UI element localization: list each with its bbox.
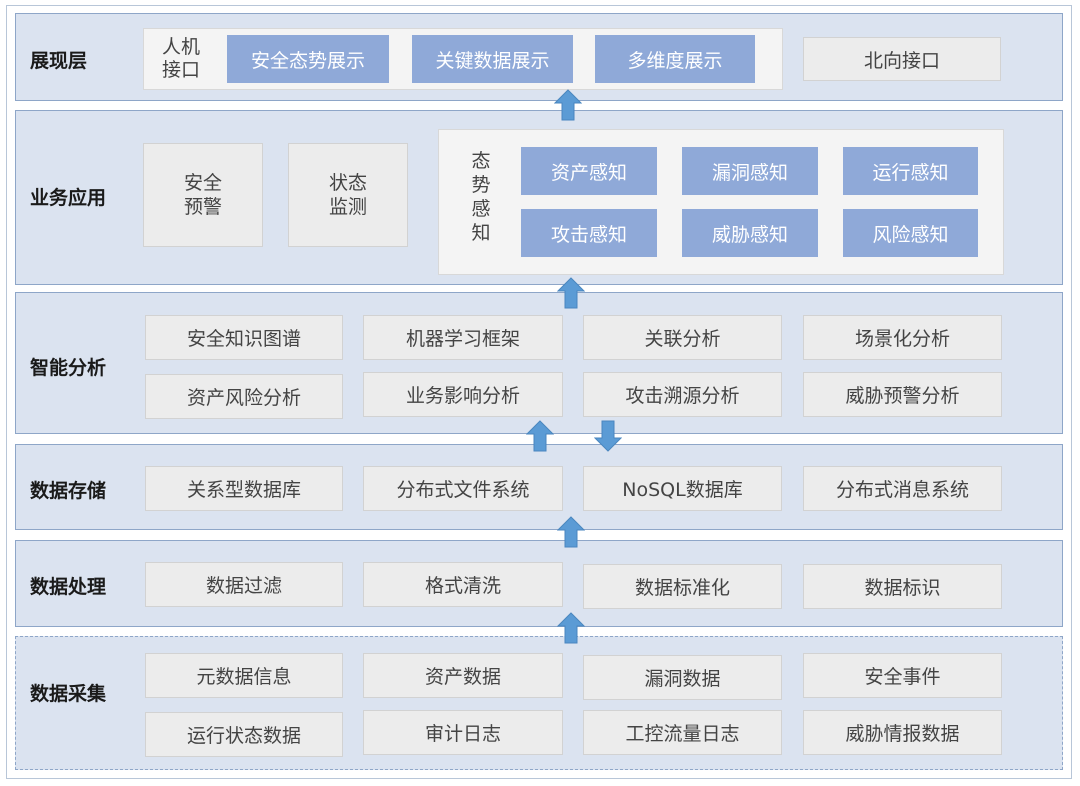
storage-item-2: NoSQL数据库: [583, 466, 782, 511]
arrow-down-icon: [594, 420, 622, 452]
layer-collection: 数据采集 元数据信息 资产数据 漏洞数据 安全事件 运行状态数据 审计日志 工控…: [15, 636, 1063, 770]
collection-item-7: 威胁情报数据: [803, 710, 1002, 755]
situation-awareness-label: 态 势 感 知: [471, 150, 491, 244]
sa-item-1: 漏洞感知: [682, 147, 818, 195]
layer-title-collection: 数据采集: [30, 683, 107, 705]
pres-item-2: 多维度展示: [595, 35, 755, 83]
analysis-item-2: 关联分析: [583, 315, 782, 360]
arrow-up-icon: [557, 516, 585, 548]
hmi-label: 人机 接口: [161, 36, 200, 81]
arrow-up-icon: [554, 89, 582, 121]
business-item-1: 状态 监测: [288, 143, 408, 247]
collection-item-6: 工控流量日志: [583, 710, 782, 755]
processing-item-2: 数据标准化: [583, 564, 782, 609]
storage-item-0: 关系型数据库: [145, 466, 343, 511]
north-interface: 北向接口: [803, 37, 1001, 81]
storage-item-3: 分布式消息系统: [803, 466, 1002, 511]
layer-storage: 数据存储 关系型数据库 分布式文件系统 NoSQL数据库 分布式消息系统: [15, 444, 1063, 530]
layer-title-storage: 数据存储: [30, 480, 107, 502]
layer-processing: 数据处理 数据过滤 格式清洗 数据标准化 数据标识: [15, 540, 1063, 627]
business-item-0: 安全 预警: [143, 143, 263, 247]
sa-item-2: 运行感知: [843, 147, 978, 195]
analysis-item-0: 安全知识图谱: [145, 315, 343, 360]
arrow-up-icon: [526, 420, 554, 452]
collection-item-1: 资产数据: [363, 653, 563, 698]
layer-title-presentation: 展现层: [30, 50, 88, 72]
arrow-up-icon: [557, 277, 585, 309]
analysis-item-1: 机器学习框架: [363, 315, 563, 360]
layer-business: 业务应用 安全 预警 状态 监测 态 势 感 知 资产感知 漏洞感知 运行感知 …: [15, 110, 1063, 285]
analysis-item-5: 业务影响分析: [363, 372, 563, 417]
collection-item-5: 审计日志: [363, 710, 563, 755]
sa-item-0: 资产感知: [521, 147, 657, 195]
storage-item-1: 分布式文件系统: [363, 466, 563, 511]
processing-item-0: 数据过滤: [145, 562, 343, 607]
layer-title-processing: 数据处理: [30, 576, 107, 598]
analysis-item-4: 资产风险分析: [145, 374, 343, 419]
diagram-frame: [6, 5, 1072, 779]
pres-item-1: 关键数据展示: [412, 35, 573, 83]
collection-item-4: 运行状态数据: [145, 712, 343, 757]
layer-presentation: 展现层 人机 接口 安全态势展示 关键数据展示 多维度展示 北向接口: [15, 13, 1063, 101]
sa-item-4: 威胁感知: [682, 209, 818, 257]
analysis-item-3: 场景化分析: [803, 315, 1002, 360]
layer-title-analysis: 智能分析: [30, 357, 107, 379]
collection-item-3: 安全事件: [803, 653, 1002, 698]
analysis-item-6: 攻击溯源分析: [583, 372, 782, 417]
layer-analysis: 智能分析 安全知识图谱 机器学习框架 关联分析 场景化分析 资产风险分析 业务影…: [15, 292, 1063, 434]
layer-title-business: 业务应用: [30, 187, 107, 209]
analysis-item-7: 威胁预警分析: [803, 372, 1002, 417]
processing-item-3: 数据标识: [803, 564, 1002, 609]
collection-item-0: 元数据信息: [145, 653, 343, 698]
pres-item-0: 安全态势展示: [227, 35, 389, 83]
sa-item-3: 攻击感知: [521, 209, 657, 257]
collection-item-2: 漏洞数据: [583, 655, 782, 700]
sa-item-5: 风险感知: [843, 209, 978, 257]
processing-item-1: 格式清洗: [363, 562, 563, 607]
arrow-up-icon: [557, 612, 585, 644]
